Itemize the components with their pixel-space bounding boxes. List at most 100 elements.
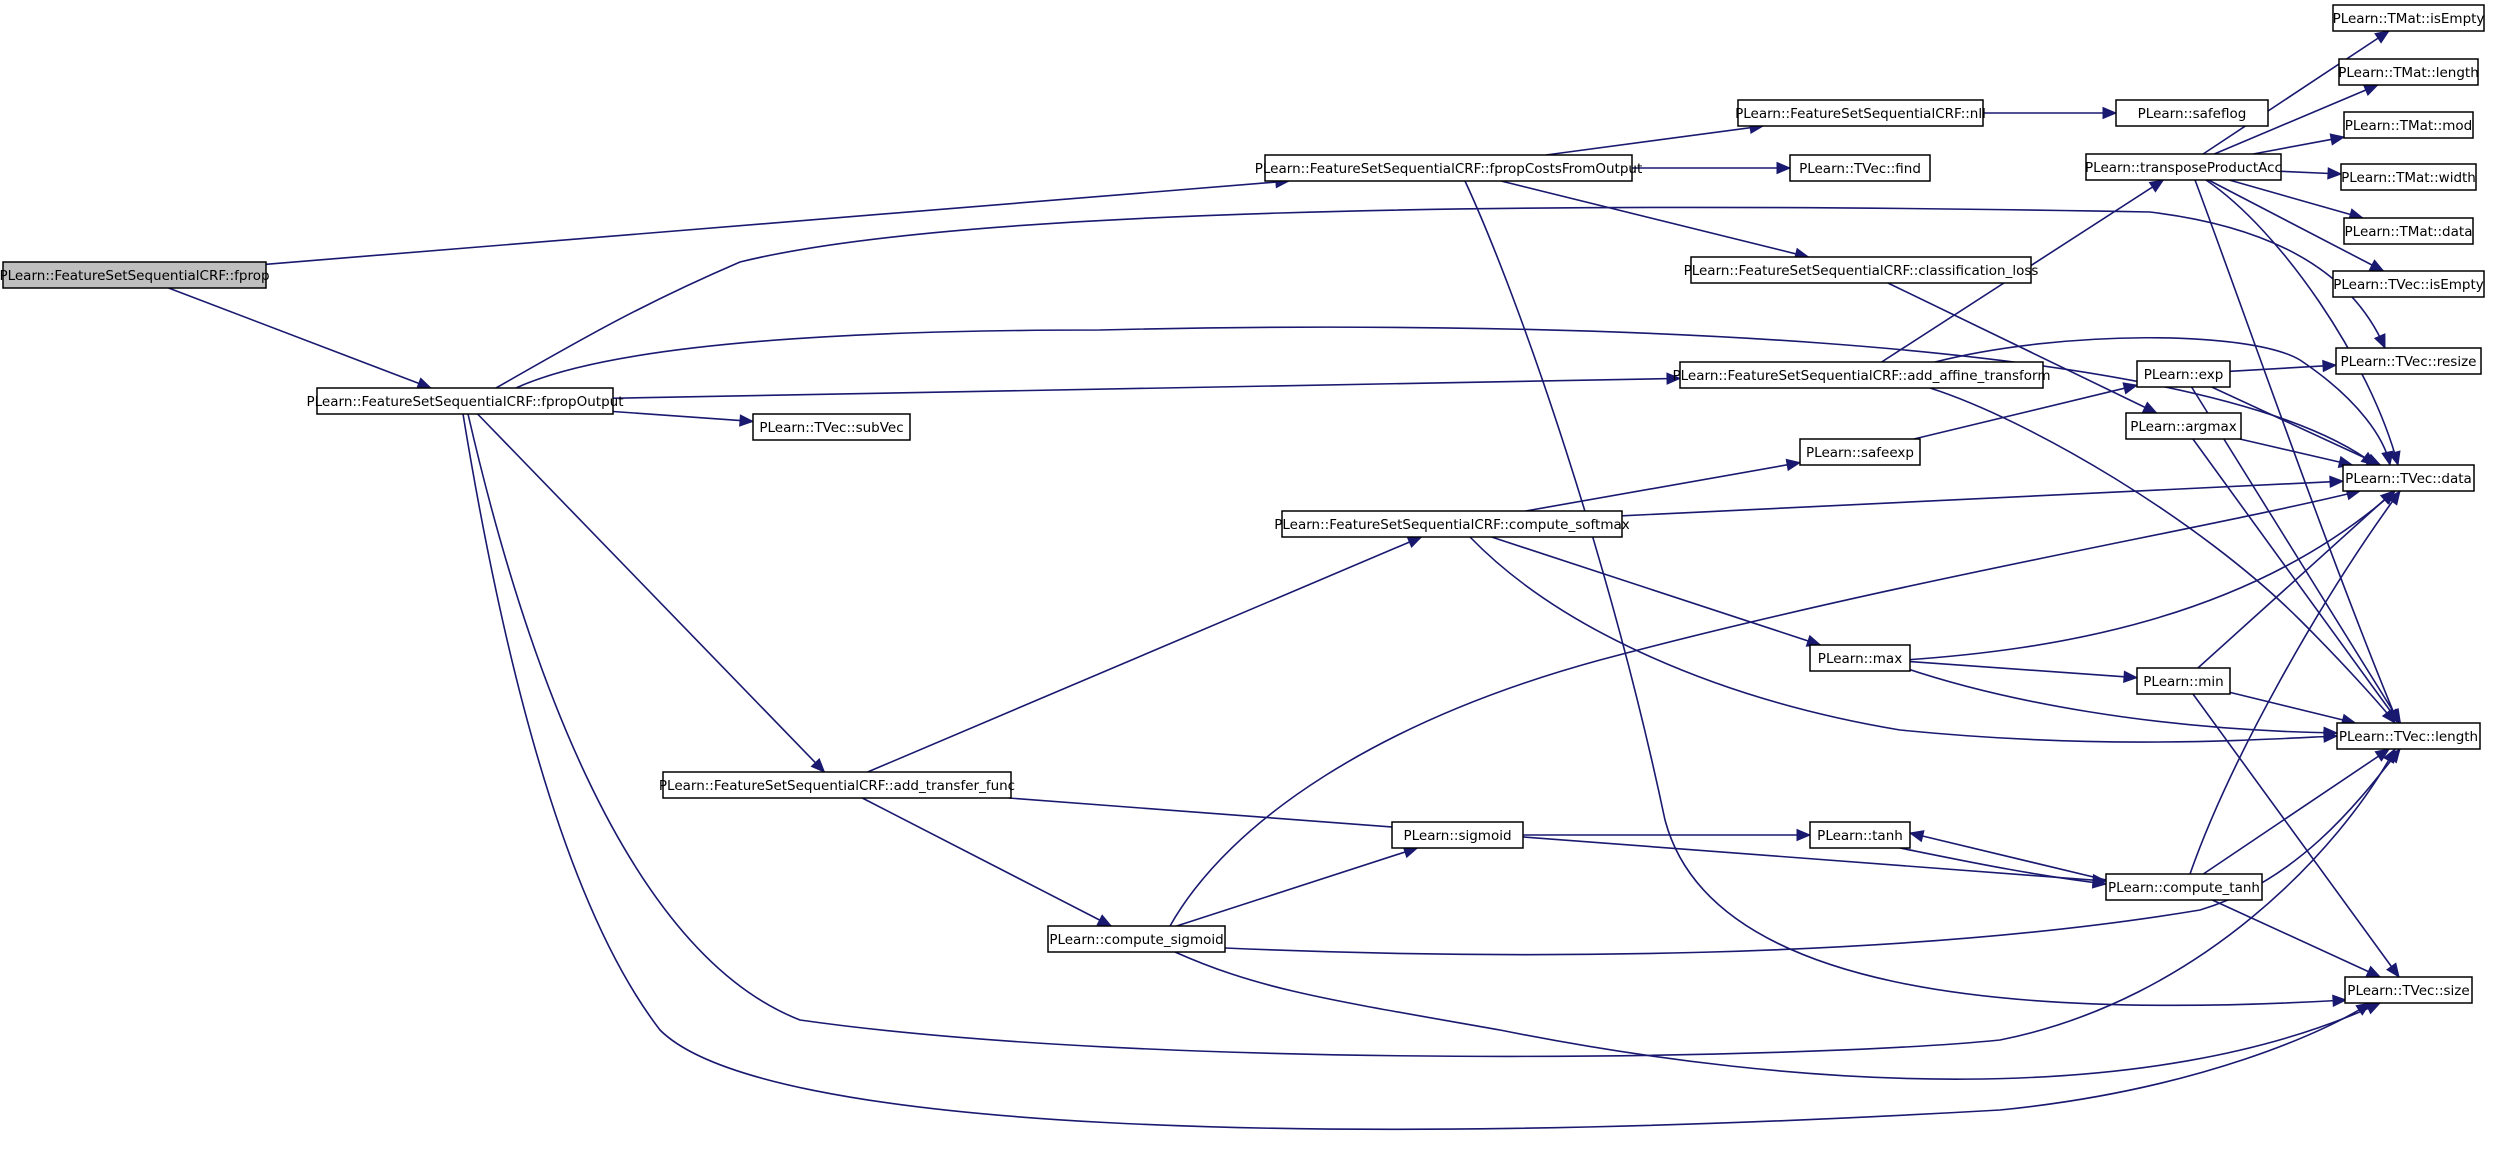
arrowhead-icon: [2323, 726, 2339, 740]
node-box: [1789, 154, 1931, 182]
node-TVec_isEmpty[interactable]: PLearn::TVec::isEmpty: [2332, 270, 2485, 298]
arrowhead-icon: [2327, 167, 2343, 180]
node-argmax[interactable]: PLearn::argmax: [2125, 412, 2242, 440]
edge-line: [477, 413, 825, 773]
node-label: PLearn::FeatureSetSequentialCRF::fpropCo…: [1255, 161, 1643, 177]
function-nodes: PLearn::FeatureSetSequentialCRF::fpropPL…: [0, 4, 2485, 1004]
call-edge-fpropOutput-to-add_affine_transform: [612, 372, 1682, 400]
node-box: [1281, 510, 1623, 538]
node-add_affine_transform[interactable]: PLearn::FeatureSetSequentialCRF::add_aff…: [1673, 361, 2051, 389]
edge-line: [612, 410, 754, 423]
edge-line: [867, 536, 1422, 773]
node-label: PLearn::min: [2143, 674, 2223, 690]
call-edge-add_affine_transform-to-TVec_data: [1934, 336, 2394, 467]
call-edge-transposeProductAcc-to-TMat_isEmpty: [2202, 30, 2390, 155]
arrowhead-icon: [2373, 333, 2386, 350]
arrowhead-icon: [739, 414, 755, 427]
node-TMat_data[interactable]: PLearn::TMat::data: [2343, 217, 2474, 245]
node-min[interactable]: PLearn::min: [2136, 667, 2231, 695]
call-edge-nll-to-safeflog: [1983, 106, 2118, 120]
edge-line: [462, 413, 2371, 1131]
node-box: [662, 771, 1012, 799]
node-fpropCostsFromOutput[interactable]: PLearn::FeatureSetSequentialCRF::fpropCo…: [1255, 154, 1643, 182]
edge-line: [1491, 536, 1821, 646]
edge-line: [2229, 364, 2337, 373]
call-edge-fprop-to-fpropOutput: [168, 287, 433, 390]
arrowhead-icon: [2091, 876, 2108, 889]
arrowhead-icon: [2365, 1002, 2382, 1015]
call-edge-compute_softmax-to-TVec_length: [1469, 536, 2339, 743]
arrowhead-icon: [2332, 994, 2348, 1008]
node-label: PLearn::TVec::length: [2339, 729, 2478, 745]
call-edge-sigmoid-to-tanh: [1523, 828, 1812, 842]
node-fprop[interactable]: PLearn::FeatureSetSequentialCRF::fprop: [0, 261, 270, 289]
arrowhead-icon: [2329, 133, 2346, 146]
node-label: PLearn::TMat::data: [2345, 224, 2473, 240]
call-edge-fpropCostsFromOutput-to-TVec_size: [1464, 180, 2348, 1008]
node-fpropOutput[interactable]: PLearn::FeatureSetSequentialCRF::fpropOu…: [307, 387, 624, 415]
node-TVec_length[interactable]: PLearn::TVec::length: [2336, 722, 2481, 750]
call-edge-fpropCostsFromOutput-to-nll: [1545, 121, 1765, 156]
arrowhead-icon: [2365, 965, 2382, 978]
call-edge-compute_sigmoid-to-TVec_data: [1169, 488, 2362, 927]
node-compute_sigmoid[interactable]: PLearn::compute_sigmoid: [1047, 925, 1226, 953]
node-nll[interactable]: PLearn::FeatureSetSequentialCRF::nll: [1735, 99, 1986, 127]
node-tanh[interactable]: PLearn::tanh: [1809, 821, 1911, 849]
node-box: [2136, 360, 2231, 388]
edge-line: [265, 180, 1289, 266]
call-edge-min-to-TVec_length: [2229, 691, 2357, 726]
node-label: PLearn::TVec::isEmpty: [2333, 277, 2484, 293]
node-compute_tanh[interactable]: PLearn::compute_tanh: [2105, 873, 2263, 901]
call-edge-compute_softmax-to-safeexp: [1525, 458, 1802, 512]
arrowhead-icon: [1666, 372, 1682, 385]
node-subVec[interactable]: PLearn::TVec::subVec: [752, 413, 911, 441]
call-edge-exp-to-TVec_resize: [2229, 359, 2338, 373]
call-edge-fprop-to-fpropCostsFromOutput: [265, 175, 1291, 266]
node-find[interactable]: PLearn::TVec::find: [1789, 154, 1931, 182]
node-TMat_width[interactable]: PLearn::TMat::width: [2340, 163, 2477, 191]
edge-line: [1224, 748, 2401, 956]
node-max[interactable]: PLearn::max: [1809, 644, 1911, 672]
node-label: PLearn::TMat::isEmpty: [2333, 11, 2485, 27]
node-transposeProductAcc[interactable]: PLearn::transposeProductAcc: [2085, 153, 2282, 181]
node-label: PLearn::max: [1818, 651, 1902, 667]
edge-line: [1176, 847, 1418, 927]
node-TMat_length[interactable]: PLearn::TMat::length: [2338, 58, 2479, 86]
node-add_transfer_func[interactable]: PLearn::FeatureSetSequentialCRF::add_tra…: [659, 771, 1015, 799]
node-TMat_mod[interactable]: PLearn::TMat::mod: [2343, 111, 2474, 139]
node-TVec_data[interactable]: PLearn::TVec::data: [2342, 464, 2475, 492]
edge-line: [1169, 490, 2361, 927]
node-box: [1809, 821, 1911, 849]
arrowhead-icon: [2329, 475, 2345, 489]
node-safeflog[interactable]: PLearn::safeflog: [2115, 99, 2269, 127]
node-label: PLearn::FeatureSetSequentialCRF::add_tra…: [659, 778, 1015, 794]
node-label: PLearn::safeexp: [1806, 445, 1914, 461]
node-compute_softmax[interactable]: PLearn::FeatureSetSequentialCRF::compute…: [1274, 510, 1630, 538]
call-edge-argmax-to-TVec_data: [2239, 438, 2354, 469]
edge-line: [1500, 180, 1809, 258]
call-edge-safeexp-to-exp: [1913, 382, 2139, 440]
edge-line: [2205, 179, 2399, 466]
arrowhead-icon: [416, 377, 433, 390]
edge-line: [467, 413, 2396, 1058]
node-exp[interactable]: PLearn::exp: [2136, 360, 2231, 388]
node-classification_loss[interactable]: PLearn::FeatureSetSequentialCRF::classif…: [1684, 256, 2039, 284]
edge-line: [2192, 693, 2400, 978]
edge-line: [1934, 336, 2391, 466]
edge-line: [1909, 660, 2138, 679]
call-edge-compute_softmax-to-TVec_data: [1621, 475, 2345, 517]
edge-line: [2213, 84, 2379, 155]
node-TVec_size[interactable]: PLearn::TVec::size: [2344, 976, 2473, 1004]
node-box: [1391, 821, 1524, 849]
node-TVec_resize[interactable]: PLearn::TVec::resize: [2335, 347, 2482, 375]
arrowhead-icon: [2368, 259, 2385, 272]
node-label: PLearn::FeatureSetSequentialCRF::fprop: [0, 268, 270, 284]
edge-line: [1008, 797, 2107, 882]
node-label: PLearn::TMat::mod: [2345, 118, 2473, 134]
node-safeexp[interactable]: PLearn::safeexp: [1799, 438, 1921, 466]
node-box: [2336, 722, 2481, 750]
node-sigmoid[interactable]: PLearn::sigmoid: [1391, 821, 1524, 849]
arrowhead-icon: [2362, 84, 2379, 97]
arrowhead-icon: [1785, 458, 1802, 472]
node-TMat_isEmpty[interactable]: PLearn::TMat::isEmpty: [2332, 4, 2485, 32]
